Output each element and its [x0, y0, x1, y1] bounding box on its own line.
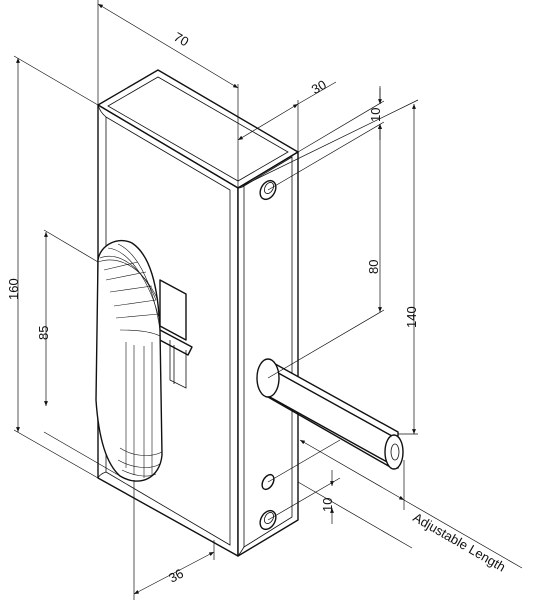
dimension-bolt-height: 140 — [237, 99, 419, 435]
dimension-width-label: 70 — [171, 29, 191, 49]
dimension-handle-height-label: 85 — [36, 326, 51, 340]
dimension-width: 70 — [97, 0, 239, 188]
latch-tongue — [155, 279, 193, 389]
lever-handle — [95, 239, 163, 482]
middle-mounting-hole — [261, 473, 275, 491]
dimension-bolt-height-label: 140 — [404, 306, 419, 328]
dimension-hole-spacing: 80 — [267, 124, 385, 379]
top-mounting-hole — [259, 179, 277, 201]
dimension-total-height-label: 160 — [6, 278, 21, 300]
bottom-mounting-hole — [259, 509, 277, 531]
dimension-hole-spacing-label: 80 — [366, 260, 381, 274]
dimension-handle-height: 85 — [36, 229, 121, 477]
dimension-handle-offset: 36 — [133, 480, 215, 600]
dimension-top-offset-label: 10 — [368, 108, 383, 122]
lock-side-faceplate — [237, 151, 299, 557]
dimension-handle-offset-label: 36 — [166, 566, 186, 586]
dimension-total-height: 160 — [6, 55, 99, 479]
dimension-bolt-length-label: Adjustable Length — [411, 510, 509, 575]
dimension-depth: 30 — [237, 77, 337, 152]
dimension-depth-label: 30 — [309, 77, 329, 97]
dimension-bottom-offset-label: 10 — [320, 498, 335, 512]
bolt-tip-end — [384, 434, 404, 470]
dimension-top-offset: 10 — [267, 86, 385, 191]
